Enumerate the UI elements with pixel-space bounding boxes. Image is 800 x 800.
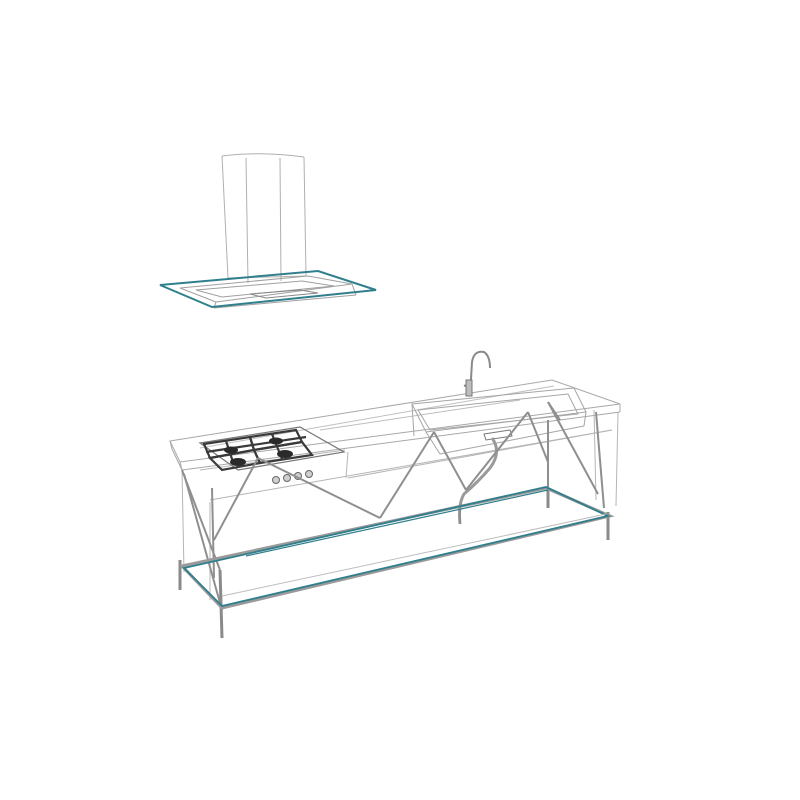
cross-brace-frame [181, 401, 605, 611]
countertop [169, 379, 621, 471]
knob-icon [283, 474, 291, 482]
knob-icon [272, 476, 280, 484]
faucet-icon [463, 350, 491, 397]
hood-highlight-outline [159, 269, 377, 309]
sink [411, 387, 587, 455]
shelf-highlight-outline [182, 486, 611, 607]
kitchen-island [169, 350, 621, 639]
cooktop-grates [202, 428, 315, 472]
gas-cooktop [198, 426, 346, 484]
burner-icon [224, 437, 293, 466]
range-hood [159, 153, 377, 309]
hood-canopy [179, 275, 357, 309]
hood-chimney [221, 153, 307, 284]
legs [178, 490, 610, 639]
cooktop-plate [198, 426, 346, 471]
knob-icon [305, 470, 313, 478]
lower-shelf-frame [179, 486, 615, 610]
